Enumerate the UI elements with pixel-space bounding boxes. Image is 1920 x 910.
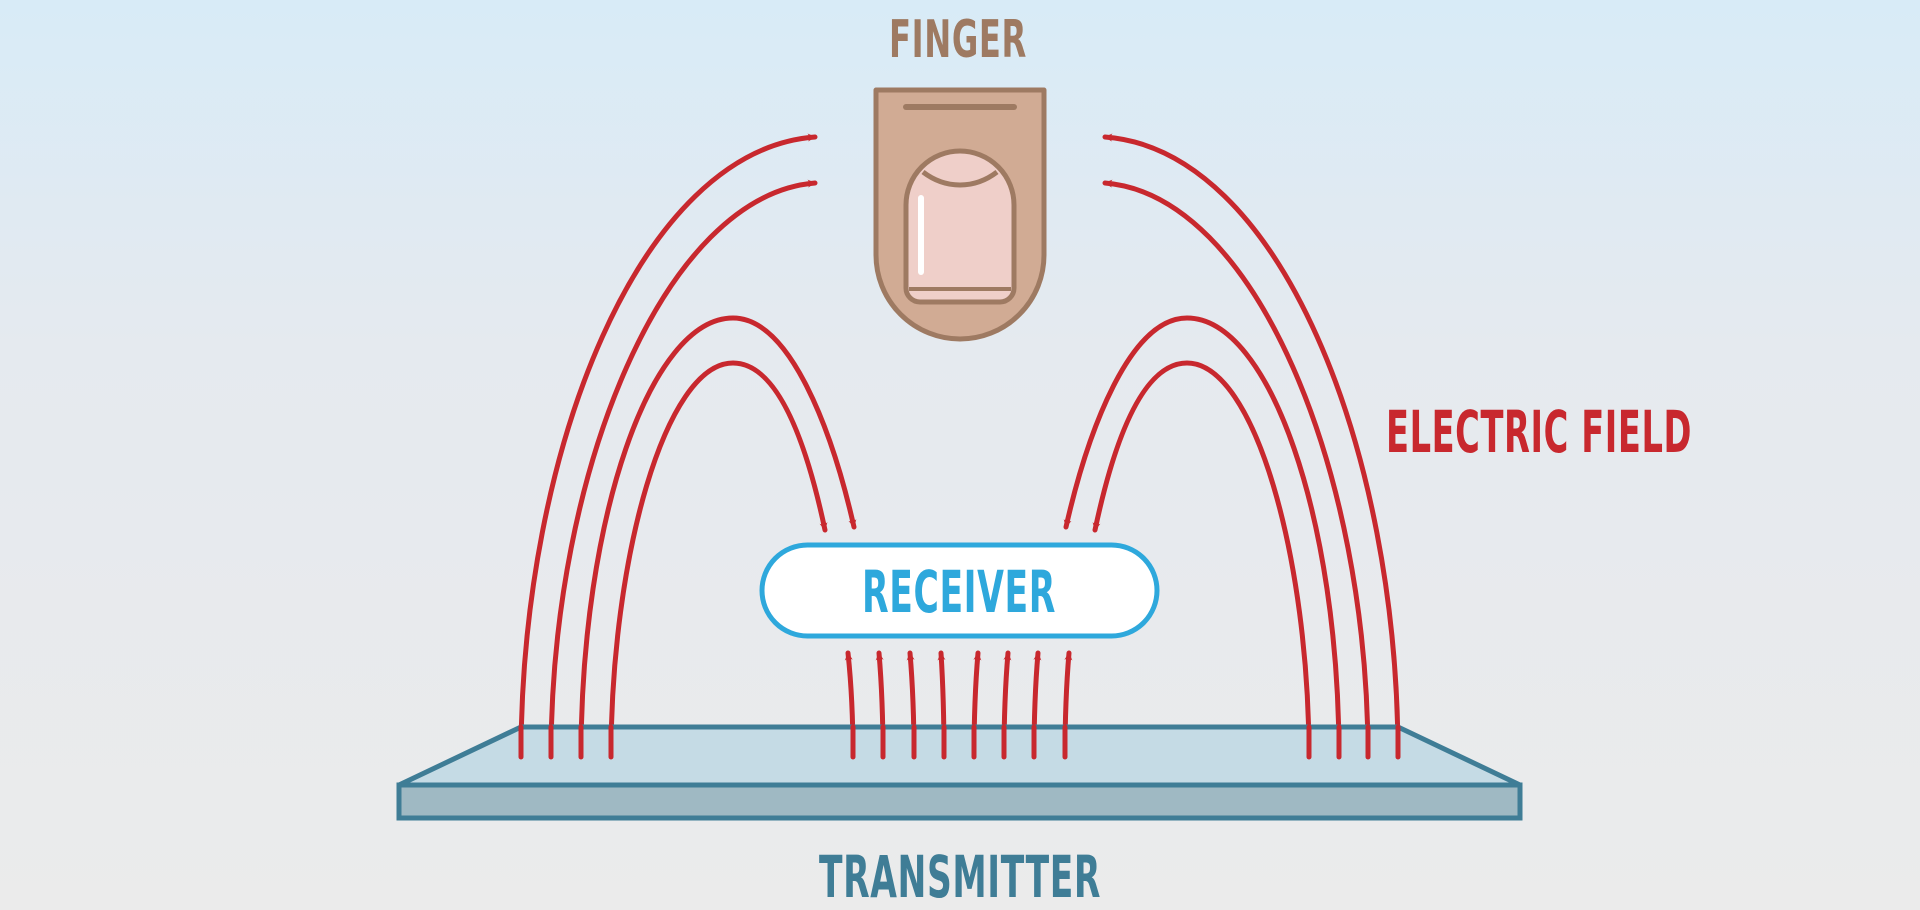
field-line-inner-right-1	[1063, 315, 1342, 760]
field-line-inner-left-2	[608, 360, 828, 760]
field-line-outer-right-2	[1102, 179, 1371, 760]
field-line-outer-right-1	[1102, 133, 1401, 760]
finger-icon	[873, 87, 1047, 342]
finger-label: FINGER	[889, 10, 1027, 70]
receiver: RECEIVER	[759, 542, 1160, 639]
transmitter-label: TRANSMITTER	[819, 843, 1101, 910]
receiver-label: RECEIVER	[862, 558, 1056, 626]
electric-field-label: ELECTRIC FIELD	[1386, 398, 1692, 466]
field-line-inner-right-2	[1092, 360, 1312, 760]
field-line-outer-left-2	[548, 179, 818, 760]
field-line-inner-left-1	[578, 315, 857, 760]
field-line-outer-left-1	[518, 133, 818, 760]
transmitter-plate	[396, 724, 1523, 821]
